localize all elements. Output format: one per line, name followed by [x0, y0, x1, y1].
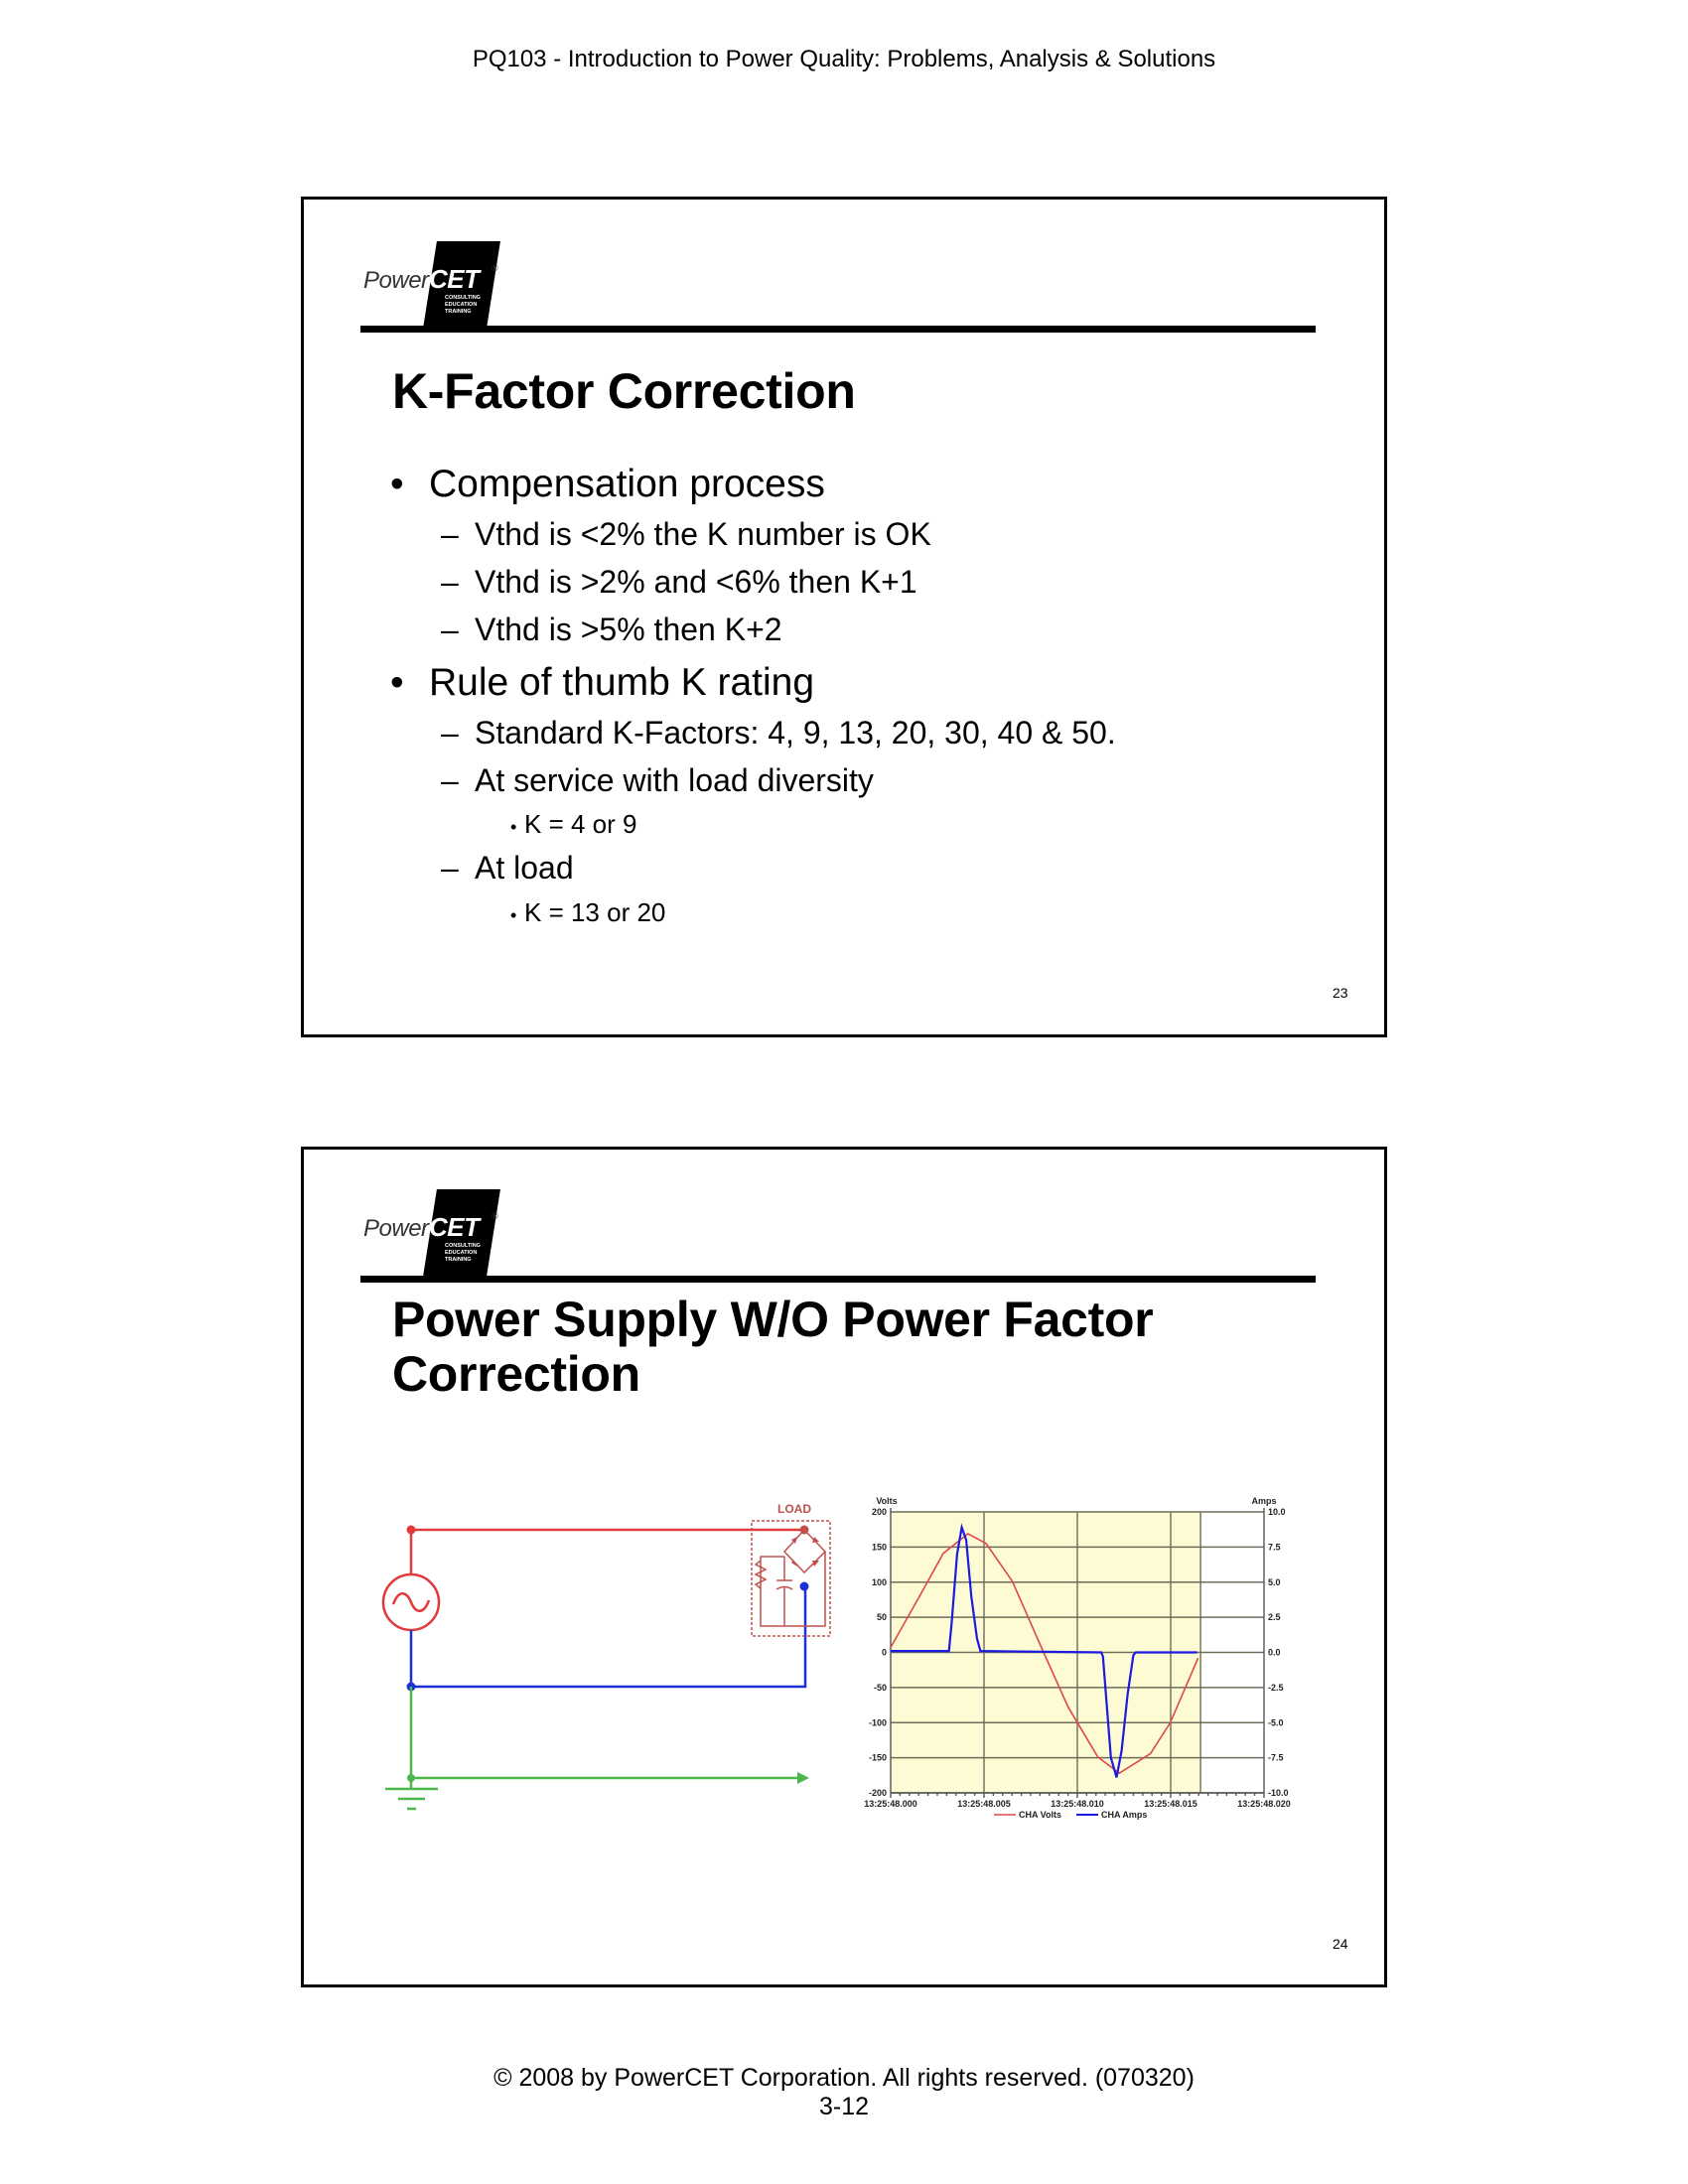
y-tick-right: 5.0 [1268, 1577, 1281, 1587]
bullet-item-level-1: Compensation process [429, 463, 825, 505]
logo-word: Power [363, 267, 429, 294]
chart-legend: CHA Volts CHA Amps [994, 1810, 1147, 1820]
y-tick-left: 0 [882, 1648, 887, 1658]
legend-amps: CHA Amps [1101, 1810, 1147, 1820]
bullet-item-level-2: Vthd is <2% the K number is OK [475, 516, 931, 552]
series-cha-amps [891, 1523, 1197, 1778]
slide-number: 24 [1333, 1936, 1348, 1952]
bullet-item-level-3: K = 4 or 9 [524, 809, 637, 839]
y-tick-right: 10.0 [1268, 1507, 1286, 1517]
ground-arrow-icon [797, 1772, 809, 1784]
x-tick: 13:25:48.000 [864, 1799, 917, 1809]
y-tick-right: -5.0 [1268, 1717, 1284, 1727]
y-tick-left: 200 [872, 1507, 887, 1517]
y-tick-right: -2.5 [1268, 1683, 1284, 1693]
bullet-item-level-2: Vthd is >2% and <6% then K+1 [475, 564, 917, 600]
y-tick-right: 0.0 [1268, 1648, 1281, 1658]
legend-volts: CHA Volts [1019, 1810, 1061, 1820]
title-rule [360, 326, 1316, 333]
x-tick: 13:25:48.020 [1237, 1799, 1291, 1809]
bullet-marker: – [441, 762, 459, 798]
bullet-item-level-2: Vthd is >5% then K+2 [475, 612, 782, 647]
y-tick-left: 100 [872, 1577, 887, 1587]
load-block [751, 1520, 831, 1637]
y-tick-right: -10.0 [1268, 1788, 1289, 1798]
ground-conductor [385, 1687, 799, 1811]
bullet-marker: – [441, 612, 459, 647]
logo-registered: ® [492, 263, 498, 273]
bullet-marker: • [510, 905, 517, 925]
y-tick-left: -100 [869, 1717, 887, 1727]
bullet-item-level-2: At service with load diversity [475, 762, 874, 798]
bullet-marker: • [510, 817, 517, 837]
logo-mark: CET [429, 264, 480, 294]
slide-number: 23 [1333, 985, 1348, 1001]
bullet-marker: – [441, 564, 459, 600]
logo-word: Power [363, 1215, 429, 1242]
y-tick-left: -50 [874, 1683, 887, 1693]
page-number: 3-12 [818, 2093, 870, 2120]
bridge-diodes [791, 1537, 819, 1567]
bullet-item-level-2: Standard K-Factors: 4, 9, 13, 20, 30, 40… [475, 715, 1116, 751]
y-axis-label-left: Volts [876, 1496, 897, 1506]
bullet-marker: – [441, 715, 459, 751]
neutral-conductor [409, 1587, 807, 1689]
bullet-marker: – [441, 516, 459, 552]
load-label: LOAD [777, 1502, 811, 1516]
slide-23 [301, 197, 1387, 1037]
bullet-item-level-1: Rule of thumb K rating [429, 661, 815, 704]
x-tick: 13:25:48.010 [1051, 1799, 1104, 1809]
y-tick-left: 150 [872, 1542, 887, 1552]
bullet-marker: • [390, 463, 404, 505]
y-tick-left: 50 [877, 1612, 887, 1622]
title-rule [360, 1276, 1316, 1283]
y-tick-right: 2.5 [1268, 1612, 1281, 1622]
x-tick: 13:25:48.005 [957, 1799, 1011, 1809]
slide-title: K-Factor Correction [392, 363, 856, 419]
bullet-item-level-2: At load [475, 850, 574, 886]
x-tick: 13:25:48.015 [1144, 1799, 1197, 1809]
bullet-marker: • [390, 661, 404, 704]
logo-mark: CET [429, 1212, 480, 1242]
y-tick-left: -200 [869, 1788, 887, 1798]
slide-title: Power Supply W/O Power Factor Correction [392, 1292, 1154, 1402]
logo-registered: ® [492, 1211, 498, 1221]
y-tick-right: 7.5 [1268, 1542, 1281, 1552]
bullet-marker: – [441, 850, 459, 886]
y-tick-left: -150 [869, 1753, 887, 1763]
y-axis-label-right: Amps [1251, 1496, 1276, 1506]
bullet-item-level-3: K = 13 or 20 [524, 897, 666, 927]
page-header: PQ103 - Introduction to Power Quality: P… [472, 46, 1216, 72]
y-tick-right: -7.5 [1268, 1753, 1284, 1763]
copyright-footer: © 2008 by PowerCET Corporation. All righ… [493, 2064, 1195, 2092]
